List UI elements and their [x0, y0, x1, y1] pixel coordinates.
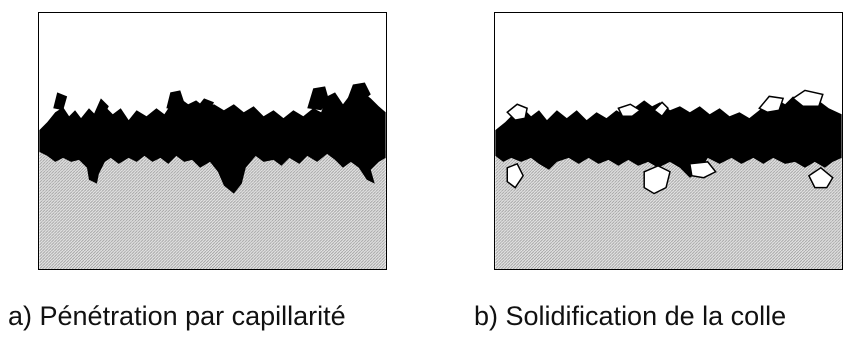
panel-a-illustration	[39, 82, 386, 269]
panel-b-caption: b) Solidification de la colle	[474, 301, 787, 331]
solidified-void-1	[506, 103, 528, 121]
substrate-region	[495, 149, 842, 269]
adhesive-branch-right	[307, 82, 371, 111]
solidified-void-7	[643, 164, 671, 195]
adhesive-branch-mid	[166, 90, 214, 115]
adhesive-interface-layer	[495, 94, 842, 178]
solidified-void-8	[688, 161, 717, 179]
panel-a-caption: a) Pénétration par capillarité	[8, 301, 346, 331]
solidified-void-3	[652, 101, 669, 118]
panel-b-adhesive-solidification	[494, 12, 843, 270]
solidified-void-9	[807, 166, 834, 189]
solidified-void-2	[617, 103, 642, 117]
adhesive-interface-layer	[39, 92, 386, 194]
adhesive-branch-left	[53, 92, 109, 119]
solidified-void-4	[758, 95, 785, 113]
solidified-void-5	[791, 89, 824, 108]
solidified-void-6	[506, 162, 524, 189]
panel-b-illustration	[495, 89, 842, 269]
panel-a-capillary-penetration	[38, 12, 387, 270]
